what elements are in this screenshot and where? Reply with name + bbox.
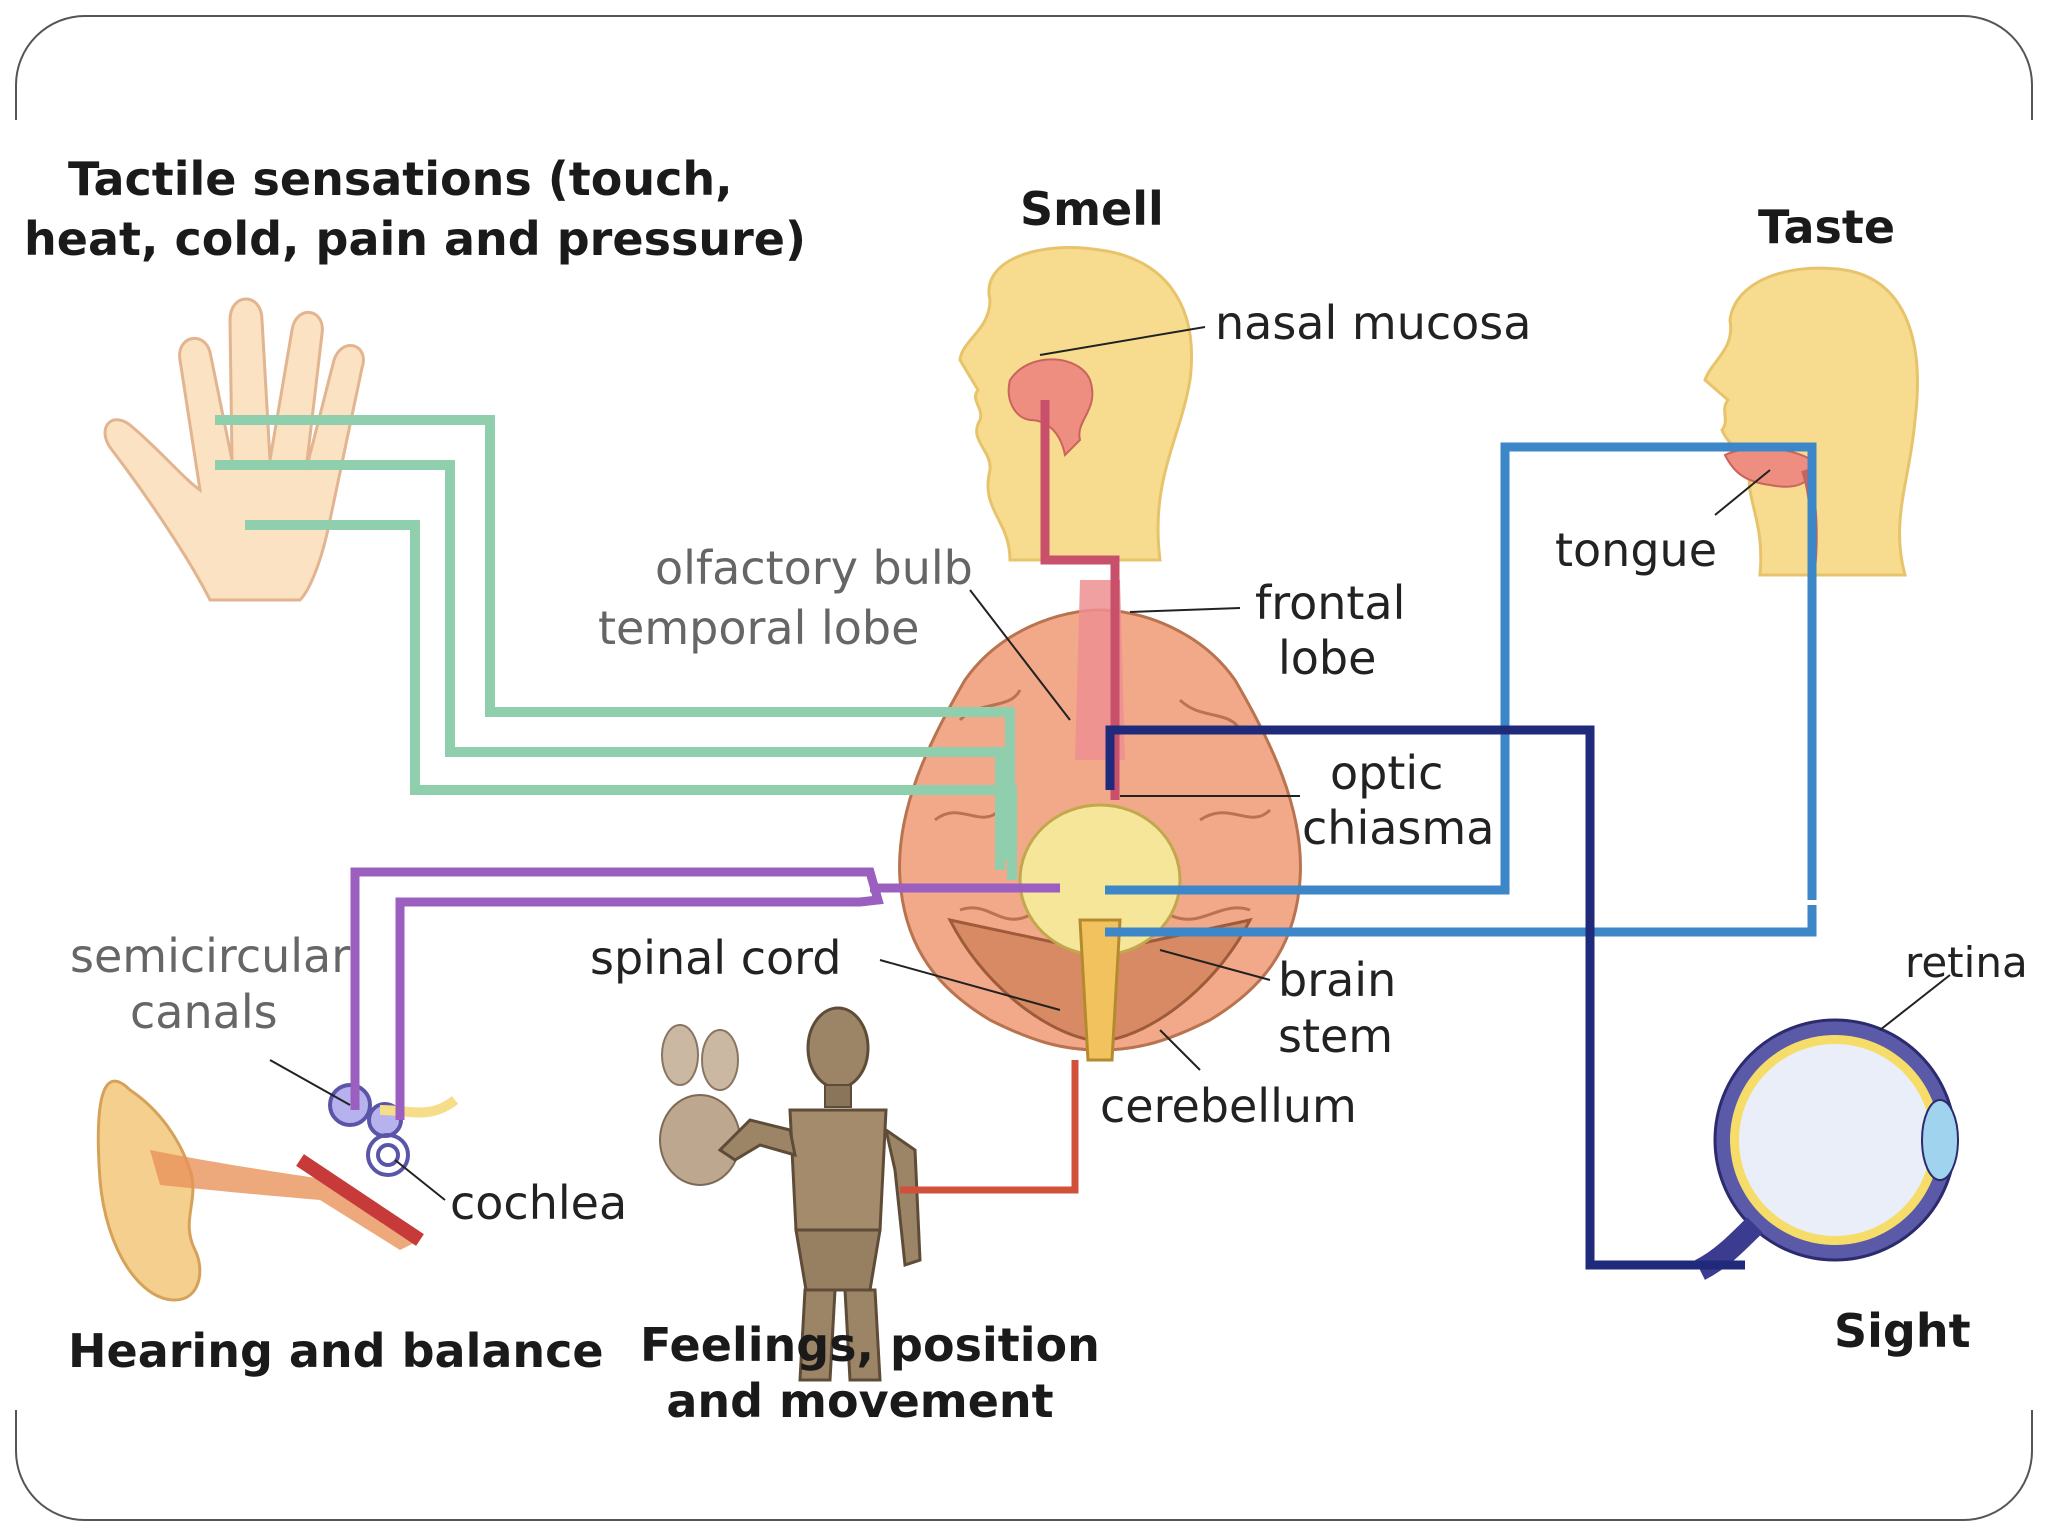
title-tactile-line1: Tactile sensations (touch, [68, 152, 733, 206]
taste-head-illustration [1703, 266, 1919, 577]
label-olfactory-bulb: olfactory bulb [655, 541, 973, 595]
sight-path [1105, 725, 1745, 1270]
label-brain-line2: stem [1278, 1009, 1394, 1063]
label-optic-line1: optic [1330, 746, 1444, 800]
title-tactile-line2: heat, cold, pain and pressure) [24, 212, 806, 266]
label-nasal-mucosa: nasal mucosa [1215, 296, 1532, 350]
leader-lines [269, 326, 1951, 1201]
taste-path-1 [1105, 442, 1817, 900]
label-retina: retina [1905, 938, 2028, 987]
tactile-path-1 [215, 415, 1015, 860]
label-semicircular-line1: semicircular [70, 929, 351, 983]
label-cochlea: cochlea [450, 1176, 628, 1230]
label-frontal-line2: lobe [1278, 631, 1377, 685]
hearing-pathways [350, 867, 1060, 1120]
title-feelings-line1: Feelings, position [640, 1318, 1100, 1372]
label-brain-line1: brain [1278, 953, 1397, 1007]
eye-illustration [1694, 1018, 1959, 1280]
taste-path-2 [1105, 905, 1817, 937]
taste-pathways [1105, 442, 1817, 937]
hearing-path-1 [350, 867, 884, 1120]
ear-illustration [96, 1079, 459, 1302]
title-smell: Smell [1020, 182, 1164, 236]
frame-gap-left [10, 120, 20, 1410]
hand-illustration [103, 297, 365, 602]
mannequin-illustration [659, 1006, 922, 1382]
movement-path [900, 1060, 1079, 1194]
frame-gap-right [2028, 120, 2038, 1410]
brain-illustration [898, 580, 1302, 1062]
label-frontal-line1: frontal [1255, 576, 1406, 630]
title-taste: Taste [1758, 200, 1896, 254]
title-feelings-line2: and movement [666, 1374, 1054, 1428]
smell-head-illustration [958, 245, 1193, 562]
label-optic-line2: chiasma [1302, 801, 1495, 855]
label-cerebellum: cerebellum [1100, 1079, 1357, 1133]
smell-path [1040, 400, 1120, 800]
title-sight: Sight [1834, 1304, 1971, 1358]
label-spinal-cord: spinal cord [590, 931, 842, 985]
tactile-pathways [215, 415, 1017, 880]
tactile-path-3 [245, 520, 1017, 880]
label-temporal-lobe: temporal lobe [598, 601, 920, 655]
label-tongue: tongue [1555, 523, 1717, 577]
label-semicircular-line2: canals [130, 985, 278, 1039]
title-hearing: Hearing and balance [68, 1324, 604, 1378]
